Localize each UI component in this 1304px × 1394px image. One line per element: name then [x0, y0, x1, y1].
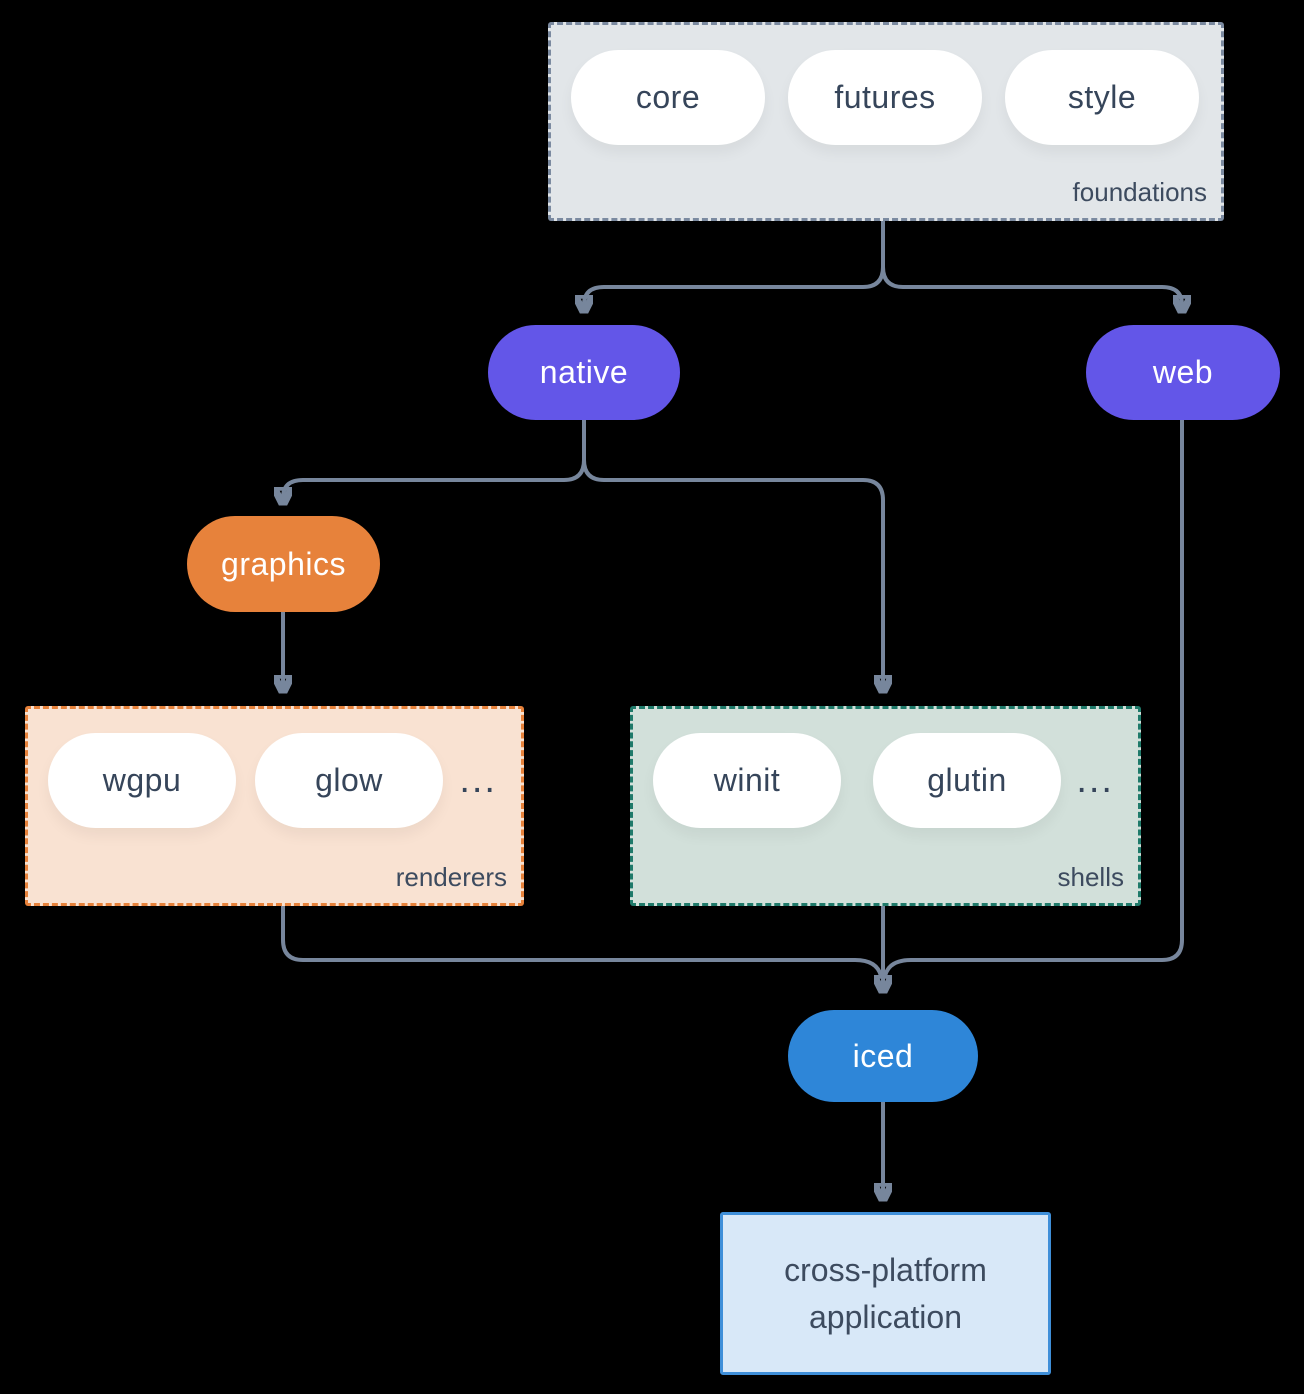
shells-ellipsis: ... [1076, 759, 1114, 801]
renderers-ellipsis: ... [459, 759, 497, 801]
renderers-group: wgpu glow ... renderers [25, 706, 524, 906]
graphics-node: graphics [187, 516, 380, 612]
glow-label: glow [315, 762, 383, 798]
iced-label: iced [852, 1037, 914, 1074]
style-label: style [1067, 79, 1137, 115]
foundations-group-label: foundations [1072, 177, 1207, 207]
web-node: web [1086, 325, 1280, 420]
application-label-line1: cross-platform [784, 1251, 987, 1288]
glutin-node: glutin [873, 733, 1061, 828]
application-label-line2: application [809, 1298, 962, 1335]
wgpu-node: wgpu [48, 733, 236, 828]
core-node: core [571, 50, 765, 145]
shells-group-label: shells [1057, 862, 1124, 892]
iced-node: iced [788, 1010, 978, 1102]
shells-group: winit glutin ... shells [630, 706, 1141, 906]
winit-node: winit [653, 733, 841, 828]
application-node: cross-platform application [720, 1212, 1051, 1375]
core-label: core [635, 79, 701, 115]
style-node: style [1005, 50, 1199, 145]
edge-native-graphics [283, 420, 586, 500]
winit-label: winit [713, 762, 781, 798]
graphics-label: graphics [221, 545, 346, 582]
foundations-group: core futures style foundations [548, 22, 1224, 221]
edge-foundations-web [881, 215, 1182, 308]
edge-web-iced [883, 420, 1184, 977]
edge-renderers-iced [281, 901, 883, 977]
edge-native-shells [582, 420, 883, 688]
renderers-group-label: renderers [395, 862, 507, 892]
native-label: native [539, 354, 629, 390]
glutin-label: glutin [927, 762, 1007, 798]
native-node: native [488, 325, 680, 420]
futures-node: futures [788, 50, 982, 145]
futures-label: futures [834, 79, 936, 115]
web-label: web [1152, 354, 1214, 390]
glow-node: glow [255, 733, 443, 828]
edge-foundations-native [584, 215, 885, 308]
wgpu-label: wgpu [102, 762, 182, 798]
